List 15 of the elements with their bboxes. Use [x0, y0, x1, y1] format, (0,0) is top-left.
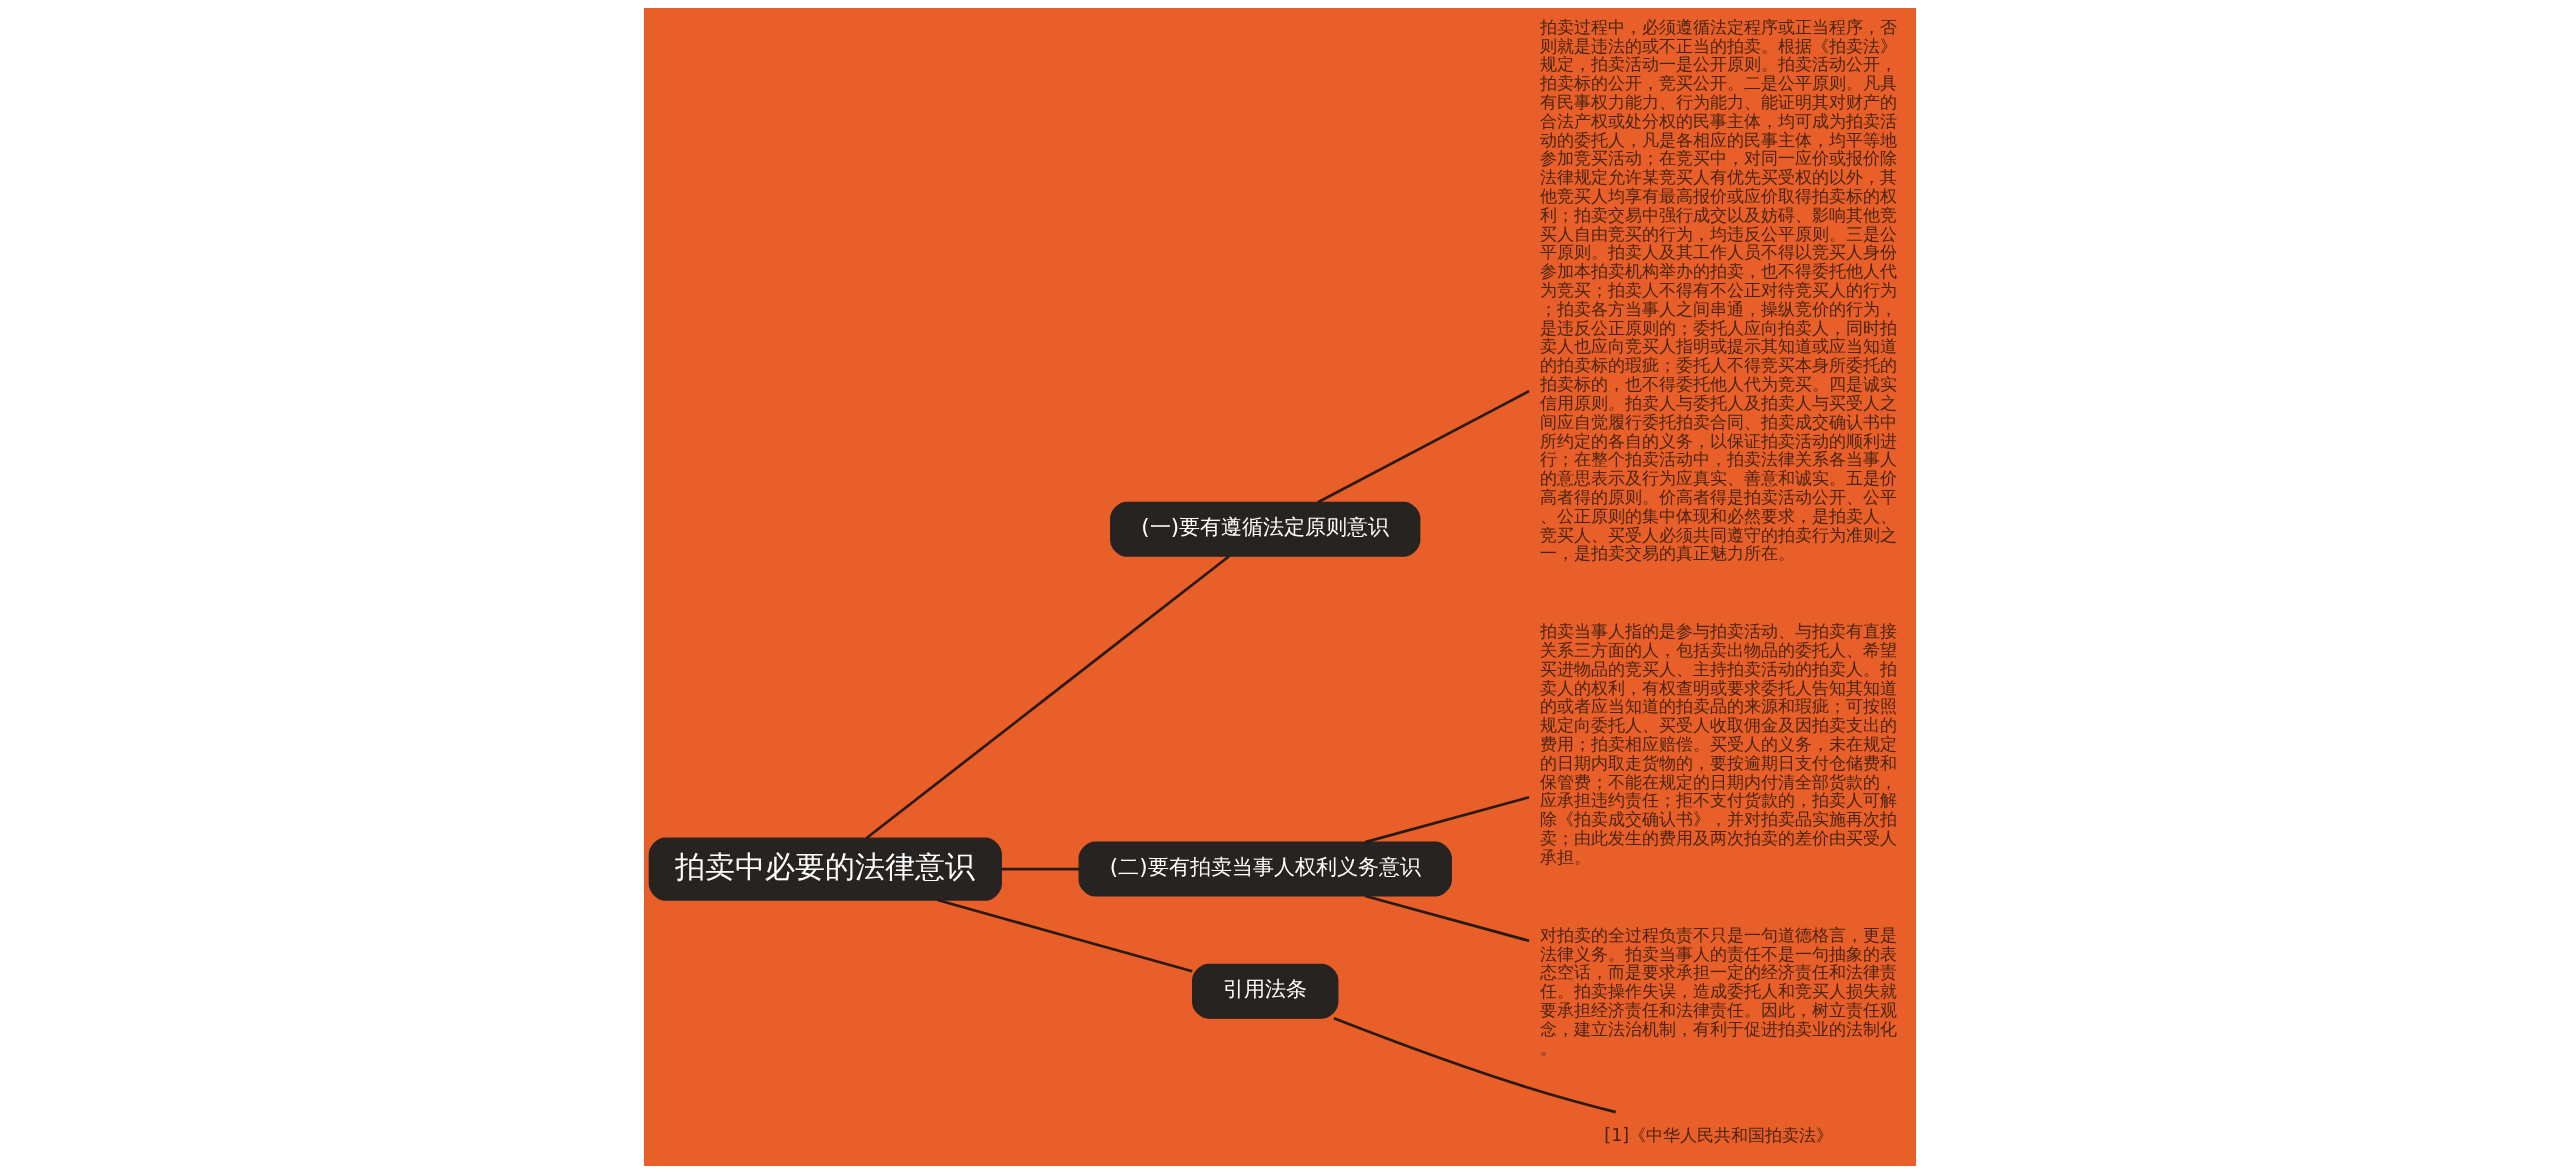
connector [1364, 894, 1530, 943]
connector [1317, 389, 1530, 504]
node-text: [1]《中华人民共和国拍卖法》 [1604, 1124, 1834, 1145]
node-box: 引用法条 [1192, 963, 1339, 1019]
node-box: 拍卖中必要的法律意识 [648, 837, 1002, 901]
connector [1001, 867, 1080, 871]
node-text: 对拍卖的全过程负责不只是一句道德格言，更是法律义务。拍卖当事人的责任不是一句抽象的表态空话，而是要求承担一定的经济责任和法律责任。拍卖操作失误，造成委托人和竞买人损失就要承担经济责任和法律责任。因此，树立责任观念，建立法治机制，有利于促进拍卖业的法制化。 [1539, 924, 1897, 1058]
node-box: (一)要有遵循法定原则意识 [1110, 501, 1421, 557]
node-text: 拍卖当事人指的是参与拍卖活动、与拍卖有直接关系三方面的人，包括卖出物品的委托人、希望买进物品的竞买人、主持拍卖活动的拍卖人。拍卖人的权利，有权查明或要求委托人告知其知道的或者应当知道的拍卖品的来源和瑕疵；可按照规定向委托人、买受人收取佣金及因拍卖支出的费用；拍卖相应赔偿。买受人的义务，未在规定的日期内取走货物的，要按逾期日支付仓储费和保管费；不能在规定的日期内付清全部货款的，应承担违约责任；拒不支付货款的，拍卖人可解除《拍卖成交确认书》，并对拍卖品实施再次拍卖；由此发生的费用及两次拍卖的差价由买受人承担。 [1539, 621, 1897, 867]
connector [865, 555, 1230, 840]
node-text: 拍卖过程中，必须遵循法定程序或正当程序，否则就是违法的或不正当的拍卖。根据《拍卖法》规定，拍卖活动一是公开原则。拍卖活动公开，拍卖标的公开，竞买公开。二是公平原则。凡具有民事权力能力、行为能力、能证明其对财产的合法产权或处分权的民事主体，均可成为拍卖活动的委托人，凡是各相应的民事主体，均平等地参加竞买活动；在竞买中，对同一应价或报价除法律规定允许某竞买人有优先买受权的以外，其他竞买人均享有最高报价或应价取得拍卖标的权利；拍卖交易中强行成交以及妨碍、影响其他竞买人自由竞买的行为，均违反公平原则。三是公平原则。拍卖人及其工作人员不得以竞买人身份参加本拍卖机构举办的拍卖，也不得委托他人代为竞买；拍卖人不得有不公正对待竞买人的行为；拍卖各方当事人之间串通，操纵竞价的行为，是违反公正原则的；委托人应向拍卖人，同时拍卖人也应向竞买人指明或提示其知道或应当知道的拍卖标的瑕疵；委托人不得竞买本身所委托的拍卖标的，也不得委托他人代为竞买。四是诚实信用原则。拍卖人与委托人及拍卖人与买受人之间应自觉履行委托拍卖合同、拍卖成交确认书中所约定的各自的义务，以保证拍卖活动的顺利进行；在整个拍卖活动中，拍卖法律关系各当事人的意思表示及行为应真实、善意和诚实。五是价高者得的原则。价高者得是拍卖活动公开、公平、公正原则的集中体现和必然要求，是拍卖人、竞买人、买受人必须共同遵守的拍卖行为准则之一，是拍卖交易的真正魅力所在。 [1539, 16, 1897, 564]
node-box: (二)要有拍卖当事人权利义务意识 [1078, 841, 1452, 897]
connector [1364, 796, 1530, 844]
connector [1333, 1017, 1617, 1114]
connector [937, 898, 1193, 973]
